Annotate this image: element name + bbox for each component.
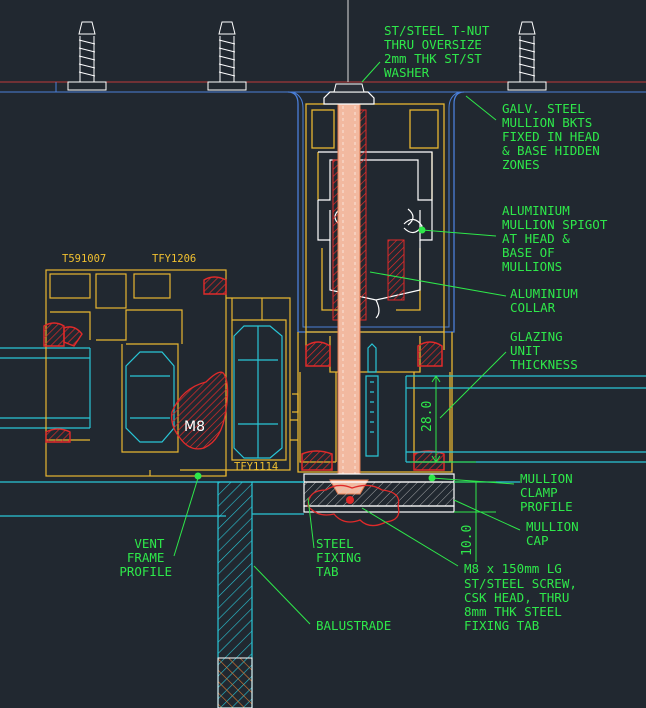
note-glazing: GLAZING UNIT THICKNESS bbox=[510, 329, 578, 372]
head-screw-middle bbox=[207, 21, 247, 91]
mullion-gaskets bbox=[301, 341, 445, 471]
head-screw-right bbox=[507, 21, 547, 91]
dimension-glazing-text: 28.0 bbox=[420, 401, 435, 432]
m8-bolt-hatch bbox=[171, 371, 229, 450]
head-zone bbox=[0, 0, 646, 333]
profile-code-middle: TFY1206 bbox=[152, 253, 196, 265]
dimension-glazing bbox=[410, 375, 476, 463]
head-screw-left bbox=[67, 21, 107, 91]
note-t-nut: ST/STEEL T-NUT THRU OVERSIZE 2mm THK ST/… bbox=[384, 23, 497, 80]
leader-dot-vent bbox=[194, 472, 202, 480]
leader-dot-spigot bbox=[418, 226, 426, 234]
bolt-label: M8 bbox=[184, 419, 205, 435]
vent-frame-profile bbox=[45, 269, 291, 477]
leader-lines bbox=[173, 61, 521, 625]
note-clamp: MULLION CLAMP PROFILE bbox=[520, 471, 580, 514]
note-mullion-brackets: GALV. STEEL MULLION BKTS FIXED IN HEAD &… bbox=[502, 101, 607, 172]
mullion-clamp bbox=[303, 473, 455, 513]
leader-dot-clamp bbox=[428, 474, 436, 482]
note-spigot: ALUMINIUM MULLION SPIGOT AT HEAD & BASE … bbox=[502, 203, 615, 274]
glazing-spacer bbox=[365, 343, 379, 457]
screw-head-revision-cloud bbox=[307, 484, 400, 527]
dimension-cap-text: 10.0 bbox=[460, 525, 475, 556]
note-balustrade: BALUSTRADE bbox=[316, 618, 391, 633]
note-screw: M8 x 150mm LG ST/STEEL SCREW, CSK HEAD, … bbox=[464, 561, 584, 633]
screw-node bbox=[346, 496, 354, 504]
vent-glazing bbox=[0, 347, 520, 517]
profile-code-left: T591007 bbox=[62, 253, 106, 265]
balustrade bbox=[217, 481, 304, 708]
note-collar: ALUMINIUM COLLAR bbox=[510, 286, 585, 315]
t-nut-bolt bbox=[323, 83, 375, 495]
note-cap: MULLION CAP bbox=[526, 519, 586, 548]
vent-gaskets bbox=[43, 276, 227, 443]
note-tab: STEEL FIXING TAB bbox=[316, 536, 369, 579]
glazing-unit bbox=[405, 375, 646, 463]
note-vent: VENT FRAME PROFILE bbox=[119, 536, 172, 579]
profile-code-lower: TFY1114 bbox=[234, 461, 278, 473]
